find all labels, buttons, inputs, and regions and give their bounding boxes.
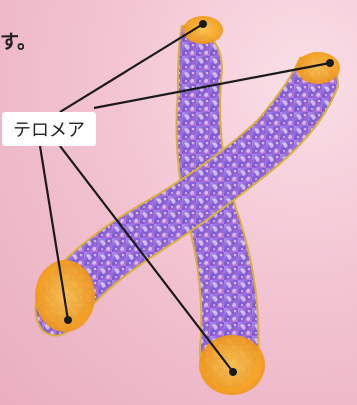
caption-text: す。 (0, 31, 36, 53)
telomere-dot-top-left (199, 20, 207, 28)
telomere-dot-bottom-right (229, 368, 237, 376)
telomere-dot-bottom-left (64, 316, 72, 324)
telomere-label: テロメア (2, 112, 96, 146)
telomere-dot-top-right (326, 59, 334, 67)
telomere-cap-bottom-right (199, 335, 265, 395)
